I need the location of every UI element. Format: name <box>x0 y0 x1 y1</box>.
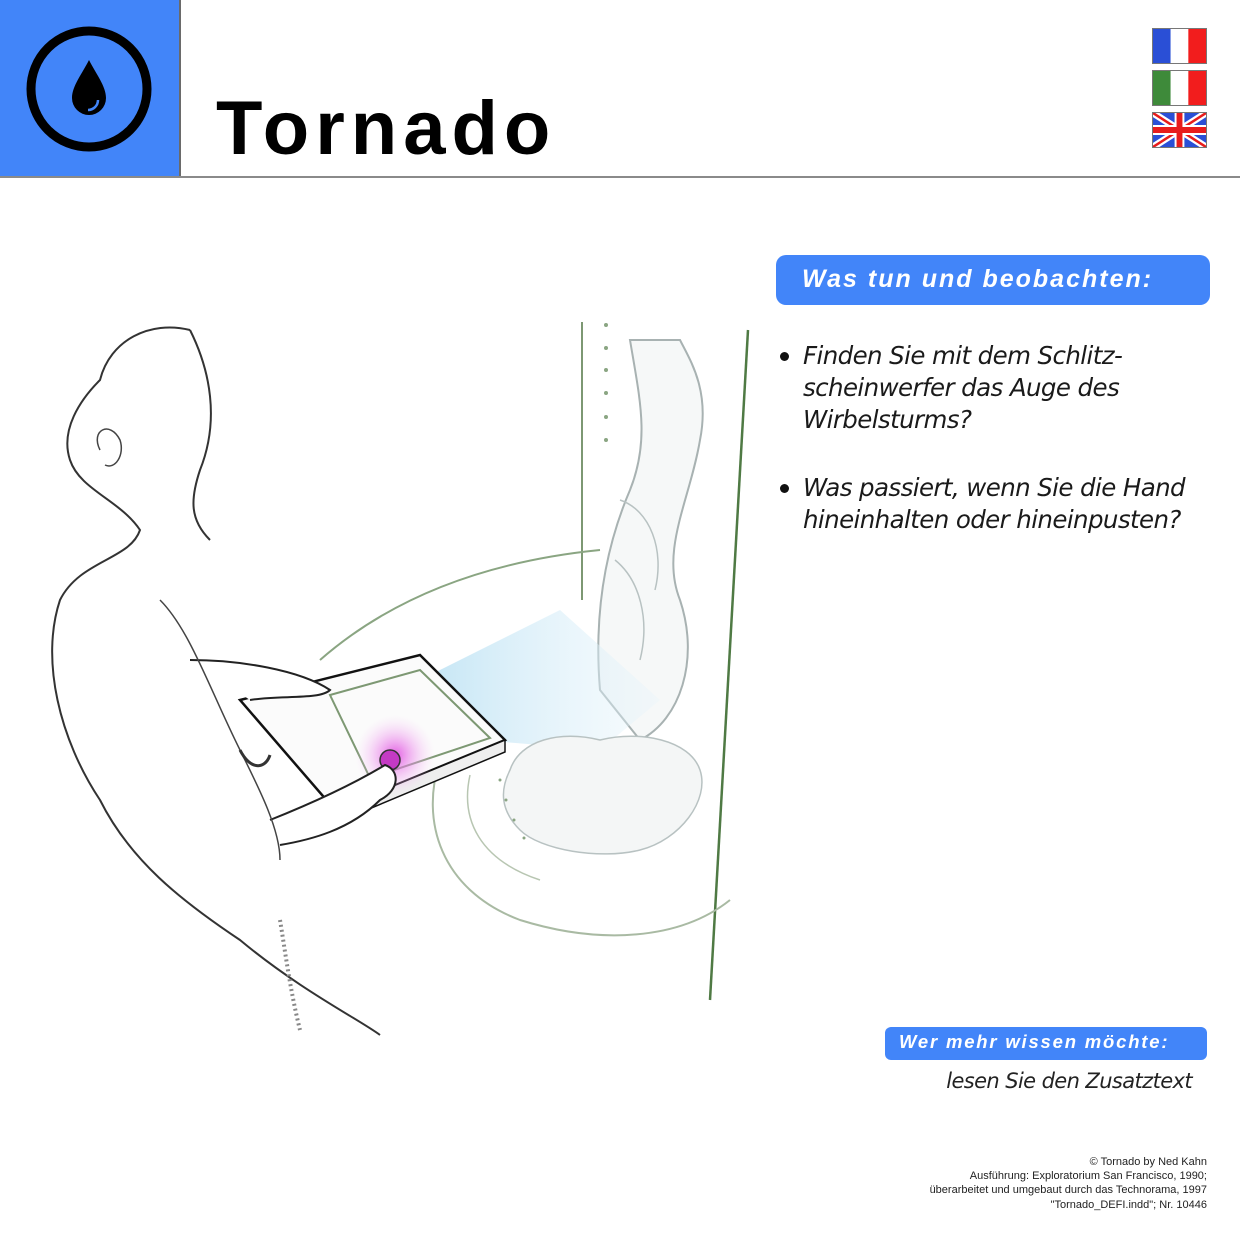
instructions-list: Finden Sie mit dem Schlitz- scheinwerfer… <box>778 340 1198 572</box>
flag-italy-icon <box>1153 71 1206 105</box>
tornado-exhibit-illustration <box>51 322 750 1036</box>
credit-line: überarbeitet und umgebaut durch das Tech… <box>929 1184 1207 1197</box>
language-english-button[interactable] <box>1152 112 1207 148</box>
credit-line: © Tornado by Ned Kahn <box>1089 1156 1207 1168</box>
bullet-icon <box>780 484 789 493</box>
language-french-button[interactable] <box>1152 28 1207 64</box>
flag-uk-icon <box>1153 113 1206 147</box>
flag-france-icon <box>1153 29 1206 63</box>
credit-line: Ausführung: Exploratorium San Francisco,… <box>969 1170 1207 1183</box>
credit-line: "Tornado_DEFI.indd"; Nr. 10446 <box>1050 1198 1207 1211</box>
bullet-icon <box>780 352 789 361</box>
category-icon-box <box>0 0 181 176</box>
more-info-heading: Wer mehr wissen möchte: <box>885 1027 1207 1060</box>
more-info-text: lesen Sie den Zusatztext <box>946 1069 1192 1093</box>
header: Tornado <box>0 0 1240 178</box>
page-title: Tornado <box>216 86 557 171</box>
instruction-item: Finden Sie mit dem Schlitz- scheinwerfer… <box>778 340 1198 436</box>
instructions-heading: Was tun und beobachten: <box>776 255 1210 305</box>
language-italian-button[interactable] <box>1152 70 1207 106</box>
language-selector <box>1152 28 1208 154</box>
water-drop-icon <box>26 26 152 152</box>
credits: © Tornado by Ned Kahn Ausführung: Explor… <box>930 1155 1207 1212</box>
instruction-item: Was passiert, wenn Sie die Hand hineinha… <box>778 472 1198 536</box>
